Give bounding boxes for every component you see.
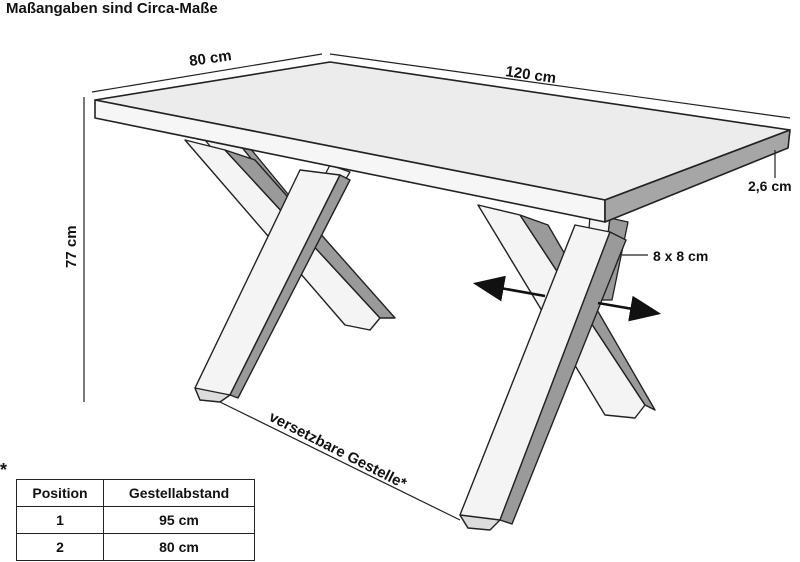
depth-dimension-line <box>91 53 323 93</box>
row-frame-spacing: 95 cm <box>103 506 255 534</box>
front-leg-left <box>184 139 396 403</box>
tabletop-side-edge <box>604 129 791 223</box>
movement-arrows <box>472 275 662 322</box>
row-frame-spacing: 80 cm <box>103 533 255 561</box>
leg-profile-label: 8 x 8 cm <box>653 248 708 264</box>
annotation-leader-line <box>219 401 461 521</box>
frame-spacing-table: Position Gestellabstand 1 95 cm 2 80 cm <box>16 479 255 561</box>
depth-label: 80 cm <box>188 47 232 70</box>
tabletop <box>94 61 791 223</box>
adjustable-frames-label: versetzbare Gestelle* <box>266 408 409 492</box>
table-row: 2 80 cm <box>16 533 255 561</box>
front-leg-right <box>459 204 656 531</box>
dimension-lines <box>83 53 791 521</box>
length-dimension-line <box>329 53 791 119</box>
row-position: 2 <box>16 533 104 561</box>
table-header-row: Position Gestellabstand <box>16 479 255 507</box>
height-label: 77 cm <box>63 225 80 268</box>
row-position: 1 <box>16 506 104 534</box>
header-frame-spacing: Gestellabstand <box>103 479 255 507</box>
title: Maßangaben sind Circa-Maße <box>6 0 218 17</box>
length-label: 120 cm <box>504 63 557 87</box>
table-row: 1 95 cm <box>16 506 255 534</box>
header-position: Position <box>16 479 104 507</box>
thickness-label: 2,6 cm <box>748 178 792 194</box>
footnote-asterisk: * <box>0 460 8 480</box>
arrow-right <box>597 295 662 322</box>
arrow-left <box>472 275 546 302</box>
